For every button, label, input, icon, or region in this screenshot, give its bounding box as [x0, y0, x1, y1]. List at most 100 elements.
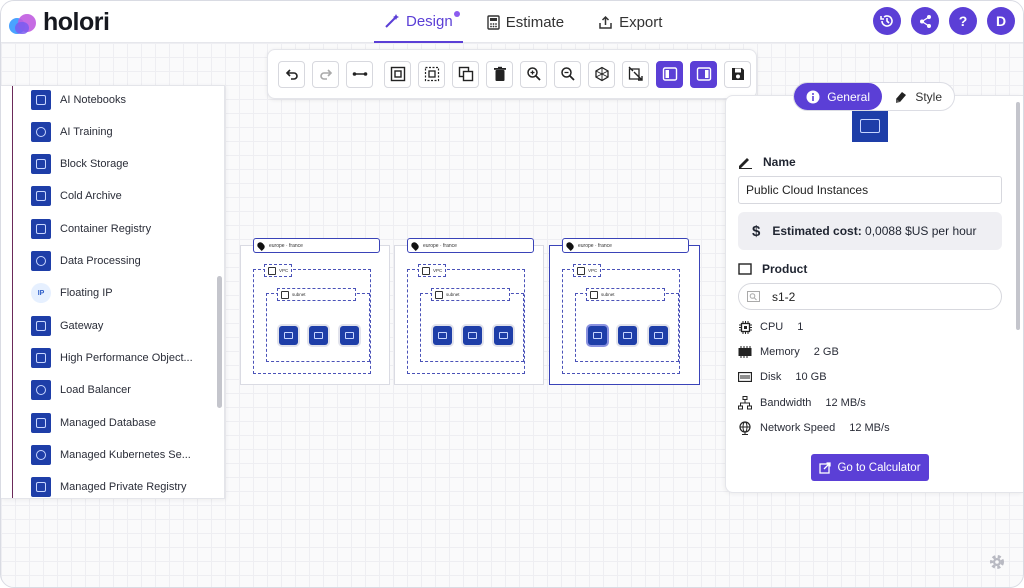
redo-button[interactable] [312, 60, 339, 88]
instance-node[interactable] [340, 326, 359, 345]
disk-icon [738, 370, 752, 384]
region-header[interactable]: europe · france [407, 238, 534, 253]
undo-button[interactable] [278, 60, 305, 88]
delete-button[interactable] [486, 60, 513, 88]
sidebar-item-floating-ip[interactable]: IP Floating IP [31, 282, 113, 304]
name-field[interactable]: Public Cloud Instances [738, 176, 1002, 204]
spec-network-speed: Network Speed 12 MB/s [738, 420, 890, 436]
unsaved-dot [453, 11, 460, 17]
floating-ip-icon: IP [31, 283, 51, 303]
instance-node[interactable] [463, 326, 482, 345]
properties-scrollbar[interactable] [1016, 102, 1020, 330]
instance-node-selected[interactable] [588, 326, 607, 345]
sidebar-item-block-storage[interactable]: Block Storage [31, 153, 128, 175]
sidebar-item-load-balancer[interactable]: Load Balancer [31, 379, 131, 401]
name-heading: Name [738, 155, 796, 169]
tab-design[interactable]: Design [374, 1, 463, 43]
sidebar-item-ai-notebooks[interactable]: AI Notebooks [31, 89, 126, 111]
zoom-out-button[interactable] [554, 60, 581, 88]
settings-gear-icon[interactable] [988, 553, 1006, 571]
subnet-icon [590, 290, 598, 299]
connector-button[interactable] [346, 60, 373, 88]
ungroup-button[interactable] [418, 60, 445, 88]
ai-notebooks-icon [31, 90, 51, 110]
logo[interactable]: holori [9, 8, 110, 37]
instance-node[interactable] [494, 326, 513, 345]
save-button[interactable] [724, 60, 751, 88]
product-search-value: s1-2 [772, 289, 796, 304]
sidebar-item-label: Gateway [60, 320, 104, 332]
tab-style[interactable]: Style [882, 83, 954, 110]
high-performance-object-storage-icon [31, 348, 51, 368]
region-box[interactable]: europe · france VPC subnet [394, 238, 544, 385]
subnet-box[interactable]: subnet [266, 288, 370, 362]
fit-screen-button[interactable] [622, 60, 649, 88]
block-storage-icon [31, 154, 51, 174]
auto-layout-icon [594, 66, 609, 82]
tab-estimate[interactable]: Estimate [477, 1, 574, 43]
spec-value: 12 MB/s [825, 397, 866, 409]
service-catalog-panel: AI Notebooks AI Training Block Storage C… [1, 85, 225, 499]
left-panel-toggle[interactable] [656, 60, 683, 88]
cpu-icon [738, 320, 752, 334]
tab-estimate-label: Estimate [505, 13, 565, 31]
sidebar-item-ai-training[interactable]: AI Training [31, 121, 113, 143]
instance-node[interactable] [309, 326, 328, 345]
search-icon [747, 291, 760, 302]
group-button[interactable] [384, 60, 411, 88]
sidebar-item-cold-archive[interactable]: Cold Archive [31, 185, 122, 207]
sidebar-item-managed-private-registry[interactable]: Managed Private Registry [31, 476, 187, 498]
right-panel-toggle[interactable] [690, 60, 717, 88]
sidebar-item-gateway[interactable]: Gateway [31, 315, 103, 337]
instance-node[interactable] [279, 326, 298, 345]
vpc-label: VPC [433, 268, 443, 273]
region-label: europe · france [269, 242, 303, 249]
duplicate-button[interactable] [452, 60, 479, 88]
zoom-in-button[interactable] [520, 60, 547, 88]
instance-node[interactable] [433, 326, 452, 345]
subnet-box[interactable]: subnet [420, 288, 524, 362]
product-heading-label: Product [762, 262, 808, 276]
sidebar-item-data-processing[interactable]: Data Processing [31, 250, 141, 272]
connector-icon [352, 72, 367, 76]
managed-database-icon [31, 413, 51, 433]
tab-general[interactable]: General [794, 83, 883, 110]
auto-layout-button[interactable] [588, 60, 615, 88]
vpc-tag: VPC [418, 264, 447, 277]
sidebar-item-container-registry[interactable]: Container Registry [31, 218, 151, 240]
sidebar-item-managed-database[interactable]: Managed Database [31, 412, 156, 434]
left-panel-scrollbar[interactable] [217, 276, 222, 408]
vpc-icon [422, 266, 430, 275]
avatar[interactable]: D [987, 7, 1015, 35]
dollar-icon: $ [752, 222, 761, 240]
product-heading: Product [738, 262, 807, 276]
sidebar-item-high-performance-object[interactable]: High Performance Object... [31, 347, 193, 369]
subnet-label: subnet [446, 292, 460, 297]
cost-value: 0,0088 $US per hour [865, 224, 977, 238]
region-header[interactable]: europe · france [253, 238, 380, 253]
instance-node[interactable] [649, 326, 668, 345]
memory-icon [738, 345, 752, 359]
region-box-selected[interactable]: europe · france VPC subnet [549, 238, 700, 385]
history-button[interactable] [873, 7, 901, 35]
product-search-field[interactable]: s1-2 [738, 283, 1002, 310]
spec-value: 2 GB [813, 346, 839, 358]
help-button[interactable]: ? [949, 7, 977, 35]
tab-export[interactable]: Export [588, 1, 672, 43]
sidebar-item-managed-kubernetes[interactable]: Managed Kubernetes Se... [31, 444, 191, 466]
go-to-calculator-button[interactable]: Go to Calculator [811, 454, 929, 481]
region-header[interactable]: europe · france [562, 238, 689, 253]
share-button[interactable] [911, 7, 939, 35]
region-box[interactable]: europe · france VPC subnet [240, 238, 390, 385]
vpc-tag: VPC [264, 264, 293, 277]
vpc-box[interactable]: VPC subnet [407, 264, 525, 374]
subnet-box[interactable]: subnet [575, 288, 679, 362]
cold-archive-icon [31, 186, 51, 206]
spec-value: 1 [797, 321, 804, 333]
group-icon [390, 66, 405, 82]
instance-node[interactable] [618, 326, 637, 345]
vpc-box[interactable]: VPC subnet [562, 264, 680, 374]
panel-tab-switch: General Style [793, 82, 955, 111]
vpc-box[interactable]: VPC subnet [253, 264, 371, 374]
